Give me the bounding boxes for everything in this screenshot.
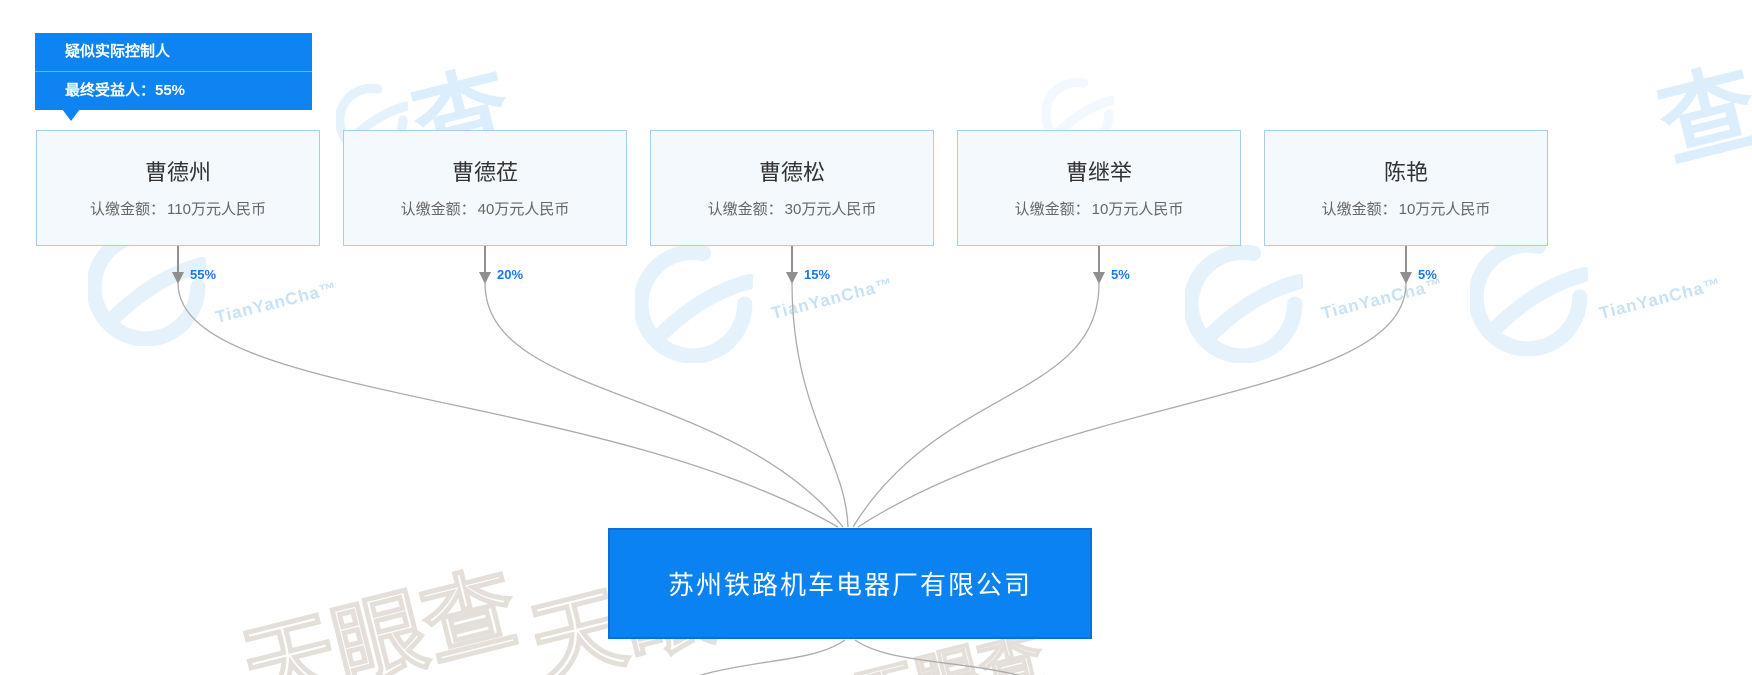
shareholder-card[interactable]: 曹继举 认缴金额：10万元人民币 — [957, 130, 1241, 246]
badge-ultimate-beneficiary-label[interactable]: 最终受益人：55% — [35, 71, 312, 110]
subscribed-amount-value: 10万元人民币 — [1398, 200, 1491, 218]
subsidiary-curve — [854, 639, 1020, 675]
down-arrow-icon — [1400, 272, 1412, 284]
arrow-stem — [1405, 246, 1407, 273]
subscribed-amount-value: 30万元人民币 — [784, 200, 877, 218]
company-node[interactable]: 苏州铁路机车电器厂有限公司 — [608, 528, 1092, 639]
ownership-percent: 5% — [1418, 267, 1437, 282]
shareholder-name: 曹德州 — [144, 159, 211, 185]
shareholder-card[interactable]: 曹德州 认缴金额：110万元人民币 — [36, 130, 320, 246]
shareholder-card[interactable]: 陈艳 认缴金额：10万元人民币 — [1264, 130, 1548, 246]
equity-curve — [852, 282, 1100, 528]
subscribed-amount: 认缴金额：40万元人民币 — [401, 198, 570, 219]
badge-suspected-controller-label[interactable]: 疑似实际控制人 — [65, 43, 171, 60]
subscribed-amount: 认缴金额：110万元人民币 — [90, 198, 266, 219]
ownership-percent: 20% — [497, 267, 524, 282]
arrow-stem — [1098, 246, 1100, 273]
equity-curve — [177, 282, 839, 528]
equity-curve — [791, 282, 849, 528]
down-arrow-icon — [786, 272, 798, 284]
subscribed-amount-value: 40万元人民币 — [477, 200, 570, 218]
arrow-stem — [484, 246, 486, 273]
down-arrow-icon — [1093, 272, 1105, 284]
subsidiary-curve — [699, 639, 846, 675]
subscribed-amount-label: 认缴金额： — [90, 200, 166, 218]
subscribed-amount: 认缴金额：30万元人民币 — [708, 198, 877, 219]
down-arrow-icon — [479, 272, 491, 284]
subscribed-amount-value: 110万元人民币 — [167, 200, 266, 218]
shareholder-card[interactable]: 曹德松 认缴金额：30万元人民币 — [650, 130, 934, 246]
arrow-stem — [177, 246, 179, 273]
badge-pointer — [62, 109, 80, 121]
shareholder-name: 曹德松 — [758, 159, 825, 185]
arrow-stem — [791, 246, 793, 273]
shareholder-name: 曹继举 — [1065, 159, 1132, 185]
shareholder-name: 陈艳 — [1383, 159, 1428, 185]
ownership-percent: 55% — [190, 267, 217, 282]
subscribed-amount: 认缴金额：10万元人民币 — [1322, 198, 1491, 219]
subscribed-amount-label: 认缴金额： — [707, 200, 783, 218]
down-arrow-icon — [172, 272, 184, 284]
ownership-percent: 15% — [804, 267, 831, 282]
shareholder-name: 曹德莅 — [451, 159, 518, 185]
shareholder-card[interactable]: 曹德莅 认缴金额：40万元人民币 — [343, 130, 627, 246]
subscribed-amount: 认缴金额：10万元人民币 — [1015, 198, 1184, 219]
company-name: 苏州铁路机车电器厂有限公司 — [667, 570, 1032, 600]
controller-badge[interactable]: 疑似实际控制人 最终受益人：55% — [35, 33, 312, 121]
equity-curve — [484, 282, 844, 528]
subscribed-amount-label: 认缴金额： — [1321, 200, 1397, 218]
equity-curve — [857, 282, 1407, 528]
subscribed-amount-value: 10万元人民币 — [1091, 200, 1184, 218]
ownership-percent: 5% — [1111, 267, 1130, 282]
subscribed-amount-label: 认缴金额： — [1014, 200, 1090, 218]
subscribed-amount-label: 认缴金额： — [400, 200, 476, 218]
